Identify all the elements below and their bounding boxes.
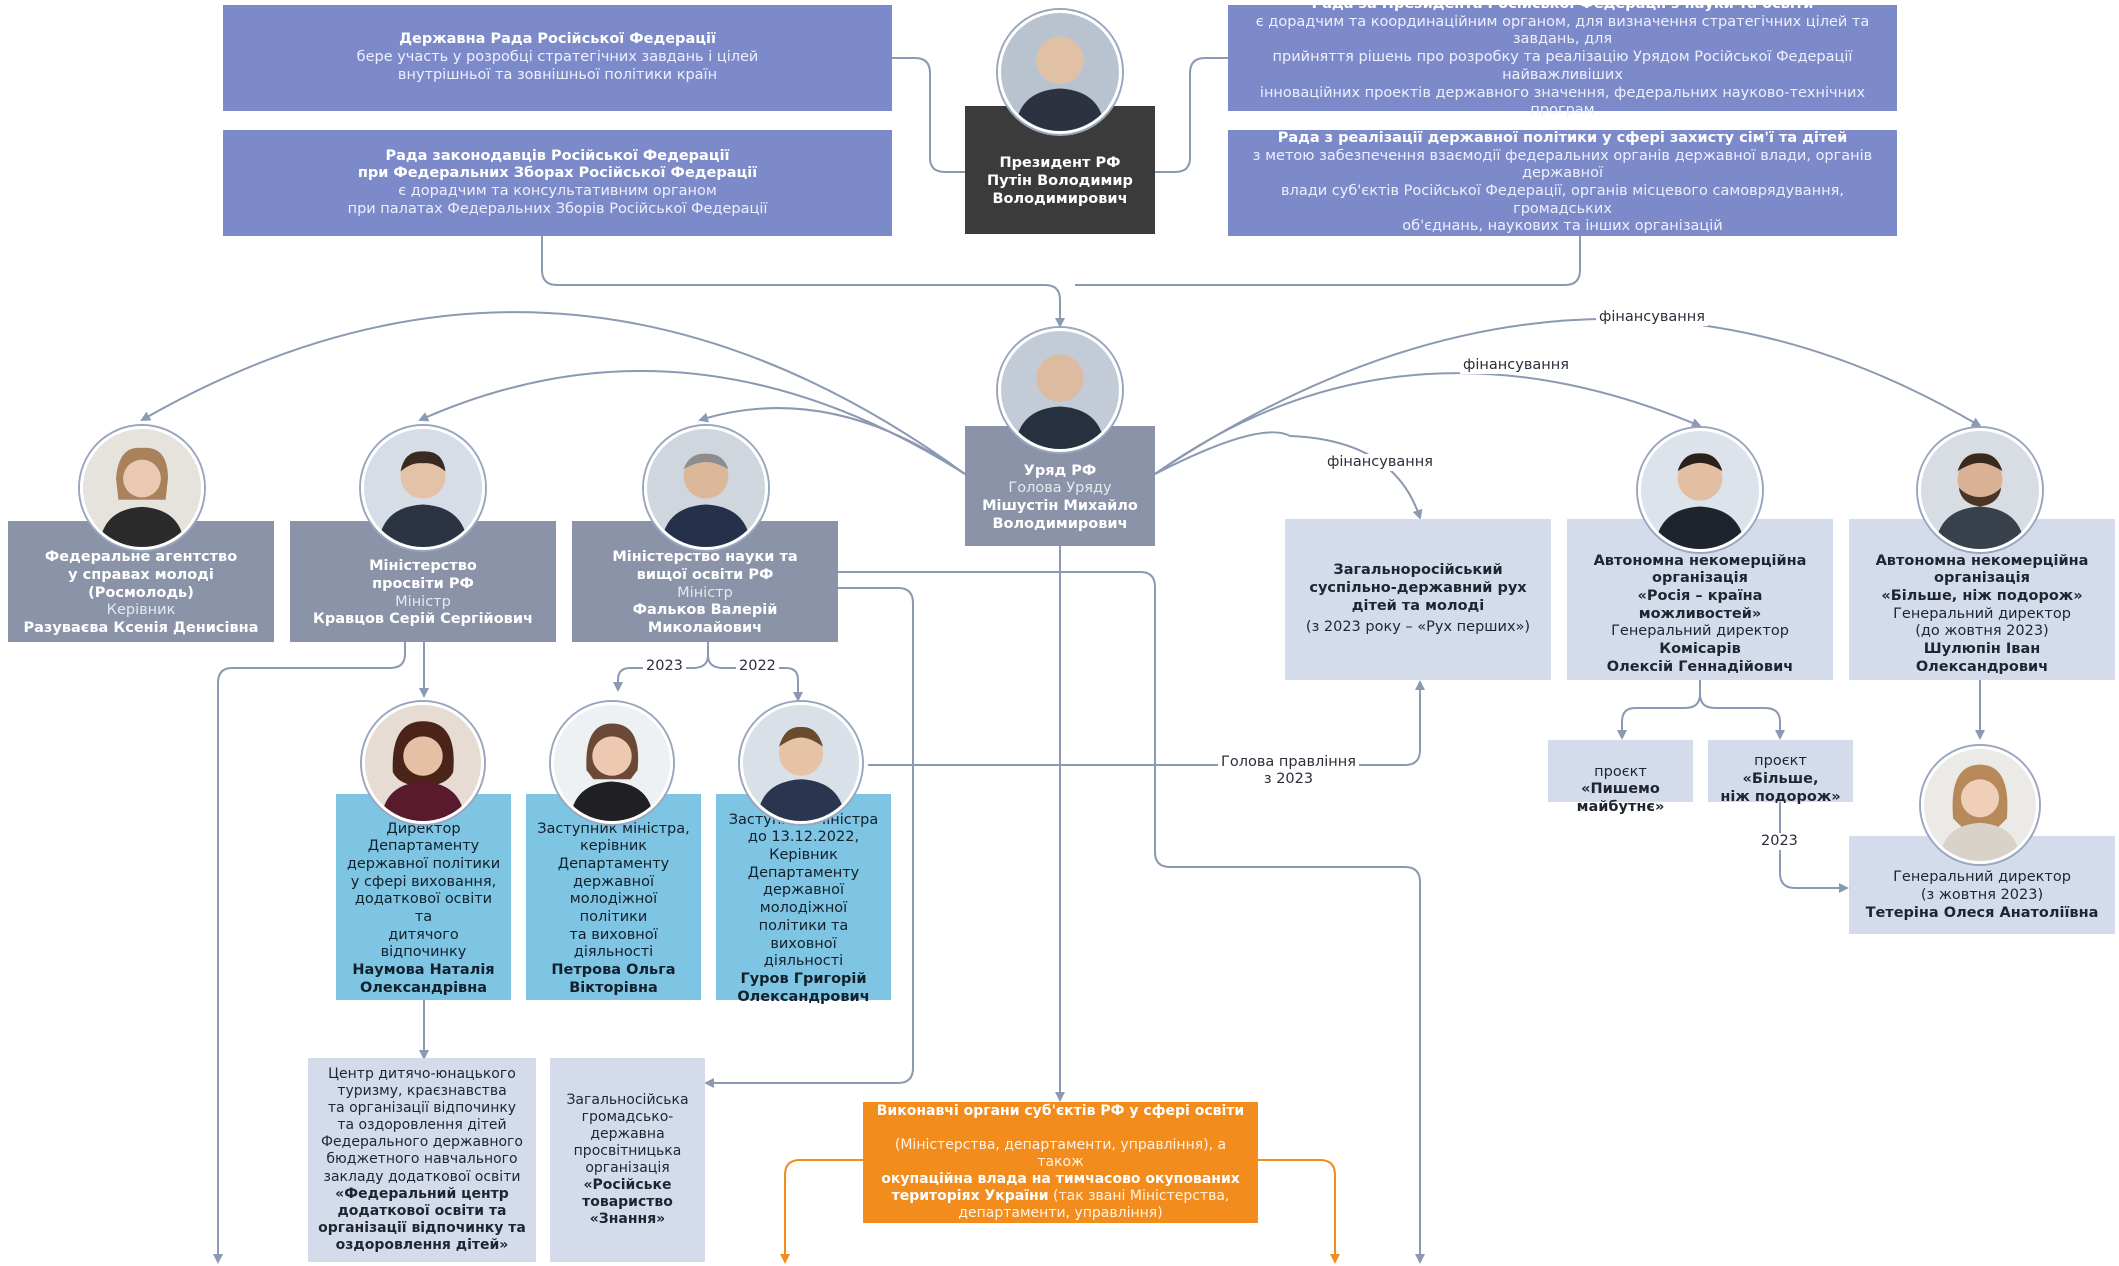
project-trip-prefix: проєкт	[1754, 753, 1807, 770]
person-portrait-icon	[554, 705, 670, 821]
year-2023-label: 2023	[643, 658, 686, 676]
science-council-desc: є дорадчим та координаційним органом, дл…	[1255, 13, 1870, 119]
more-than-trip-box: Автономна некомерційна організація «Біль…	[1849, 519, 2115, 680]
gurov-photo	[740, 702, 862, 824]
minobrnauki-role: Міністр	[677, 584, 733, 601]
project-write-prefix: проєкт	[1594, 763, 1647, 780]
financing-label-3: фінансування	[1324, 454, 1436, 472]
tourism-center-desc: Центр дитячо-юнацького туризму, краєзнав…	[321, 1066, 523, 1185]
executive-box: Виконавчі органи суб'єктів РФ у сфері ос…	[863, 1102, 1258, 1223]
science-council-title: Рада за Президента Російської Федерації …	[1311, 0, 1814, 13]
executive-text: (Міністерства, департаменти, управління)…	[873, 1120, 1248, 1222]
gurov-name: Гуров Григорій Олександрович	[737, 970, 870, 1005]
petrova-photo	[551, 702, 673, 824]
gurov-role: Заступник Міністра до 13.12.2022, Керівн…	[728, 811, 879, 970]
person-portrait-icon	[365, 705, 481, 821]
person-portrait-icon	[1001, 331, 1119, 449]
movement-box: Загальноросійський суспільно-державний р…	[1285, 519, 1551, 680]
rosmolodezh-name: Разуваєва Ксенія Денисівна	[23, 620, 259, 637]
state-council-box: Державна Рада Російської Федерації бере …	[223, 5, 892, 111]
executive-tail: (так звані Міністерства, департаменти, у…	[958, 1188, 1230, 1222]
president-title: Президент РФ	[999, 155, 1121, 172]
russia-opportunities-photo	[1638, 428, 1762, 552]
person-portrait-icon	[1641, 431, 1759, 549]
minprosv-title: Міністерство просвіти РФ	[369, 558, 477, 592]
russia-opportunities-name: Комісарів Олексій Геннадійович	[1606, 641, 1794, 675]
person-portrait-icon	[743, 705, 859, 821]
government-photo	[998, 328, 1122, 452]
russia-opportunities-box: Автономна некомерційна організація «Росі…	[1567, 519, 1833, 680]
family-council-box: Рада з реалізації державної політики у с…	[1228, 130, 1897, 236]
legislators-council-title: Рада законодавців Російської Федерації п…	[357, 147, 758, 182]
naumova-photo	[362, 702, 484, 824]
year-2023b-label: 2023	[1758, 833, 1801, 851]
government-name: Мішустін Михайло Володимирович	[982, 498, 1138, 532]
financing-label-2: фінансування	[1460, 357, 1572, 375]
teterina-photo	[1921, 746, 2039, 864]
russia-opportunities-role: Генеральний директор	[1611, 623, 1789, 640]
rosmolodezh-role: Керівник	[106, 602, 176, 619]
executive-title: Виконавчі органи суб'єктів РФ у сфері ос…	[876, 1102, 1245, 1119]
tourism-center-box: Центр дитячо-юнацького туризму, краєзнав…	[308, 1058, 536, 1262]
movement-note: (з 2023 року – «Рух перших»)	[1305, 619, 1531, 636]
legislators-council-box: Рада законодавців Російської Федерації п…	[223, 130, 892, 236]
science-council-box: Рада за Президента Російської Федерації …	[1228, 0, 1897, 118]
znanie-box: Загальносійська громадсько- державна про…	[550, 1058, 705, 1262]
gurov-box: Заступник Міністра до 13.12.2022, Керівн…	[716, 794, 891, 1005]
teterina-name: Тетеріна Олеся Анатоліївна	[1865, 904, 2099, 921]
project-trip-name: «Більше, ніж подорож»	[1720, 771, 1841, 805]
year-2022-label: 2022	[736, 658, 779, 676]
tourism-center-name: «Федеральний центр додаткової освіти та …	[318, 1185, 526, 1253]
government-role: Голова Уряду	[1008, 480, 1112, 497]
teterina-role: Генеральний директор (з жовтня 2023)	[1893, 869, 2071, 904]
person-portrait-icon	[1921, 431, 2039, 549]
person-portrait-icon	[1001, 13, 1119, 131]
state-council-title: Державна Рада Російської Федерації	[399, 31, 716, 48]
russia-opportunities-title: Автономна некомерційна організація «Росі…	[1593, 552, 1807, 622]
person-portrait-icon	[1924, 749, 2036, 861]
minprosv-photo	[361, 426, 485, 550]
more-than-trip-name: Шулюпін Іван Олександрович	[1915, 641, 2049, 675]
naumova-name: Наумова Наталія Олександрівна	[352, 962, 495, 996]
znanie-desc: Загальносійська громадсько- державна про…	[566, 1091, 689, 1176]
more-than-trip-title: Автономна некомерційна організація «Біль…	[1875, 552, 2089, 604]
naumova-box: Директор Департаменту державної політики…	[336, 794, 511, 1000]
head-of-board-label: Голова правління з 2023	[1218, 754, 1359, 789]
more-than-trip-role: Генеральний директор (до жовтня 2023)	[1893, 605, 2071, 640]
government-title: Уряд РФ	[1023, 462, 1097, 479]
family-council-desc: з метою забезпечення взаємодії федеральн…	[1252, 147, 1873, 235]
project-write-name: «Пишемо майбутнє»	[1576, 781, 1665, 816]
minobrnauki-photo	[644, 426, 768, 550]
petrova-name: Петрова Ольга Вікторівна	[551, 962, 676, 996]
rosmolodezh-photo	[80, 426, 204, 550]
movement-title: Загальноросійський суспільно-державний р…	[1309, 562, 1527, 614]
minprosv-name: Кравцов Серій Сергійович	[313, 611, 533, 628]
family-council-title: Рада з реалізації державної політики у с…	[1277, 129, 1848, 146]
minobrnauki-name: Фальков Валерій Миколайович	[632, 602, 778, 637]
state-council-desc: бере участь у розробці стратегічних завд…	[356, 49, 759, 83]
person-portrait-icon	[83, 429, 201, 547]
project-write-text: проєкт «Пишемо майбутнє»	[1558, 746, 1683, 817]
legislators-council-desc: є дорадчим та консультативним органом пр…	[347, 183, 768, 217]
project-write-box: проєкт «Пишемо майбутнє»	[1548, 740, 1693, 815]
president-photo	[998, 10, 1122, 134]
executive-sub: (Міністерства, департаменти, управління)…	[894, 1136, 1227, 1170]
minprosv-role: Міністр	[395, 593, 451, 610]
rosmolodezh-title: Федеральне агентство у справах молоді (Р…	[44, 549, 238, 601]
person-portrait-icon	[364, 429, 482, 547]
rosmolodezh-box: Федеральне агентство у справах молоді (Р…	[8, 521, 274, 642]
naumova-role: Директор Департаменту державної політики…	[346, 820, 501, 961]
petrova-box: Заступник міністра, керівник Департамент…	[526, 794, 701, 1000]
project-trip-text: проєкт «Більше, ніж подорож»	[1718, 736, 1843, 807]
financing-label-1: фінансування	[1596, 309, 1708, 327]
executive-occupation: окупаційна влада на тимчасово окупованих…	[881, 1171, 1240, 1205]
znanie-name: «Російське товариство «Знання»	[582, 1177, 673, 1228]
minobrnauki-title: Міністерство науки та вищої освіти РФ	[612, 549, 798, 583]
petrova-role: Заступник міністра, керівник Департамент…	[537, 820, 690, 961]
person-portrait-icon	[647, 429, 765, 547]
more-than-trip-photo	[1918, 428, 2042, 552]
project-trip-box: проєкт «Більше, ніж подорож»	[1708, 740, 1853, 805]
president-name: Путін Володимир Володимирович	[987, 173, 1133, 207]
